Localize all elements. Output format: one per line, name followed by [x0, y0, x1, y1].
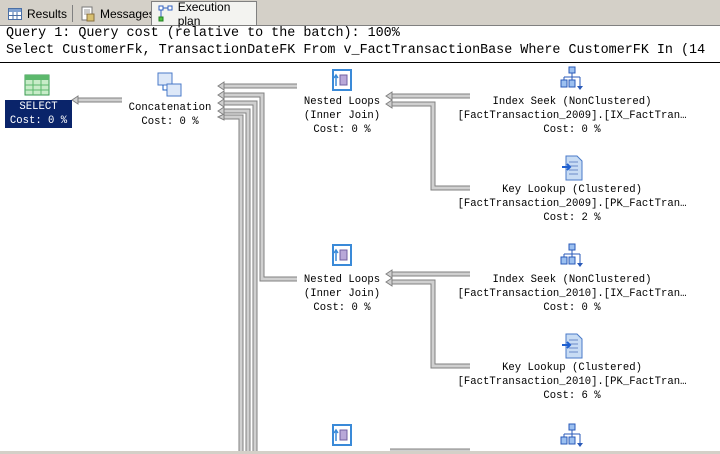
tab-label: Results	[27, 6, 68, 21]
node-cost: Cost: 0 %	[543, 124, 601, 136]
nested-loops-node-1[interactable]: Nested Loops (Inner Join) Cost: 0 %	[304, 95, 380, 137]
node-name: SELECT	[19, 101, 58, 113]
node-subtitle: (Inner Join)	[303, 110, 381, 122]
node-cost: Cost: 0 %	[313, 124, 371, 136]
query-header: Query 1: Query cost (relative to the bat…	[0, 25, 720, 63]
node-object: [FactTransaction_2010].[PK_FactTran…	[457, 376, 687, 388]
node-object: [FactTransaction_2009].[PK_FactTran…	[457, 198, 687, 210]
node-name: Nested Loops	[303, 96, 381, 108]
node-cost: Cost: 2 %	[543, 212, 601, 224]
tab-execution-plan[interactable]: Execution plan	[151, 0, 257, 28]
horizontal-scrollbar[interactable]	[0, 451, 720, 454]
key-lookup-node-2[interactable]: Key Lookup (Clustered) [FactTransaction_2…	[458, 361, 687, 403]
results-tab-bar: Results Messages Execution plan	[0, 0, 720, 28]
node-name: Key Lookup (Clustered)	[502, 362, 642, 374]
node-cost: Cost: 0 %	[313, 302, 371, 314]
node-object: [FactTransaction_2009].[IX_FactTran…	[457, 110, 687, 122]
tab-results[interactable]: Results	[2, 3, 73, 24]
concatenation-icon	[157, 72, 182, 97]
index-seek-icon	[560, 66, 583, 90]
select-icon	[24, 74, 50, 96]
node-name: Key Lookup (Clustered)	[502, 184, 642, 196]
query-cost-text: Query 1: Query cost (relative to the bat…	[6, 26, 400, 41]
select-node[interactable]: SELECT Cost: 0 %	[5, 100, 72, 128]
key-lookup-icon	[562, 155, 583, 181]
document-icon	[81, 6, 95, 21]
node-name: Concatenation	[128, 102, 212, 114]
node-name: Nested Loops	[303, 274, 381, 286]
query-sql-text: Select CustomerFk, TransactionDateFK Fro…	[6, 43, 706, 58]
nested-loops-icon	[332, 69, 352, 91]
index-seek-node-1[interactable]: Index Seek (NonClustered) [FactTransactio…	[458, 95, 687, 137]
tab-label: Execution plan	[177, 0, 231, 28]
grid-icon	[8, 7, 22, 20]
key-lookup-node-1[interactable]: Key Lookup (Clustered) [FactTransaction_2…	[458, 183, 687, 225]
node-name: Index Seek (NonClustered)	[492, 274, 652, 286]
nested-loops-icon	[332, 424, 352, 446]
node-cost: Cost: 0 %	[141, 116, 199, 128]
node-cost: Cost: 0 %	[9, 115, 68, 127]
node-subtitle: (Inner Join)	[303, 288, 381, 300]
node-cost: Cost: 0 %	[543, 302, 601, 314]
nested-loops-node-2[interactable]: Nested Loops (Inner Join) Cost: 0 %	[304, 273, 380, 315]
node-object: [FactTransaction_2010].[IX_FactTran…	[457, 288, 687, 300]
key-lookup-icon	[562, 333, 583, 359]
tab-messages[interactable]: Messages	[75, 3, 161, 24]
index-seek-icon	[560, 243, 583, 267]
node-cost: Cost: 6 %	[543, 390, 601, 402]
index-seek-node-2[interactable]: Index Seek (NonClustered) [FactTransactio…	[458, 273, 687, 315]
nested-loops-icon	[332, 244, 352, 266]
plan-icon	[158, 5, 173, 21]
tab-label: Messages	[100, 6, 155, 21]
node-name: Index Seek (NonClustered)	[492, 96, 652, 108]
index-seek-icon	[560, 423, 583, 447]
